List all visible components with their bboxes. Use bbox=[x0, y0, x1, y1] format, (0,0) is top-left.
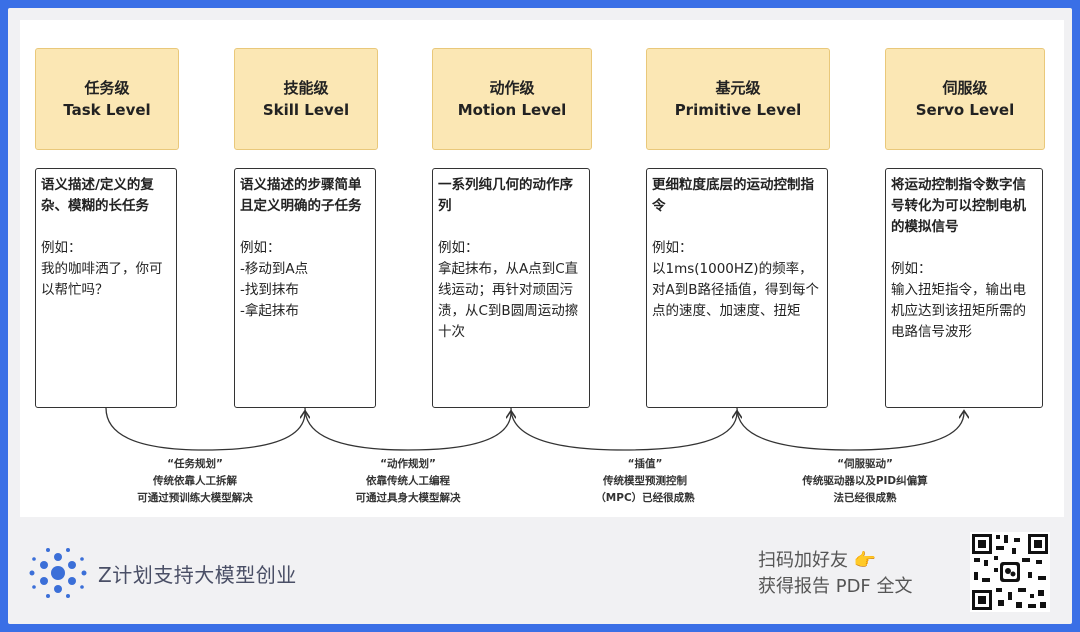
transition-body: 依靠传统人工编程 可通过具身大模型解决 bbox=[355, 475, 461, 504]
arc-skill-motion bbox=[304, 407, 511, 451]
desc-heading: 一系列纯几何的动作序列 bbox=[438, 177, 573, 214]
desc-primitive: 更细粒度底层的运动控制指令 例如： 以1ms(1000HZ)的频率，对A到B路径… bbox=[646, 168, 828, 408]
arc-motion-primitive bbox=[510, 407, 737, 451]
transition-body: 传统驱动器以及PID纠偏算 法已经很成熟 bbox=[802, 475, 928, 504]
level-zh: 伺服级 bbox=[942, 79, 988, 97]
level-primitive: 基元级 Primitive Level bbox=[646, 48, 830, 150]
level-zh: 基元级 bbox=[715, 79, 761, 97]
level-zh: 技能级 bbox=[283, 79, 329, 97]
desc-skill: 语义描述的步骤简单且定义明确的子任务 例如： -移动到A点 -找到抹布 -拿起抹… bbox=[234, 168, 376, 408]
level-en: Servo Level bbox=[915, 101, 1015, 119]
desc-example: 例如： -移动到A点 -找到抹布 -拿起抹布 bbox=[240, 240, 309, 319]
desc-heading: 将运动控制指令数字信号转化为可以控制电机的模拟信号 bbox=[891, 177, 1026, 235]
level-zh: 任务级 bbox=[84, 79, 130, 97]
desc-example: 例如： 输入扭矩指令，输出电机应达到该扭矩所需的电路信号波形 bbox=[891, 261, 1026, 340]
arc-task-skill bbox=[105, 407, 305, 451]
cta-line-1: 扫码加好友 👉 bbox=[758, 550, 877, 571]
transition-title: “任务规划” bbox=[167, 458, 223, 470]
desc-task: 语义描述/定义的复杂、模糊的长任务 例如： 我的咖啡洒了，你可以帮忙吗？ bbox=[35, 168, 177, 408]
level-en: Task Level bbox=[63, 101, 151, 119]
transition-title: “伺服驱动” bbox=[837, 458, 893, 470]
level-servo: 伺服级 Servo Level bbox=[885, 48, 1045, 150]
brand-logo-icon bbox=[29, 548, 87, 598]
level-en: Motion Level bbox=[457, 101, 567, 119]
level-en: Primitive Level bbox=[674, 101, 802, 119]
level-zh: 动作级 bbox=[489, 79, 535, 97]
transition-task-planning: “任务规划” 传统依靠人工拆解 可通过预训练大模型解决 bbox=[105, 456, 285, 507]
desc-example: 例如： 拿起抹布，从A点到C直线运动；再针对顽固污渍，从C到B圆周运动擦十次 bbox=[438, 240, 579, 340]
level-motion: 动作级 Motion Level bbox=[432, 48, 592, 150]
desc-heading: 语义描述的步骤简单且定义明确的子任务 bbox=[240, 177, 362, 214]
desc-heading: 更细粒度底层的运动控制指令 bbox=[652, 177, 814, 214]
desc-motion: 一系列纯几何的动作序列 例如： 拿起抹布，从A点到C直线运动；再针对顽固污渍，从… bbox=[432, 168, 590, 408]
brand-name: Z计划支持大模型创业 bbox=[98, 562, 297, 587]
qr-code-icon[interactable] bbox=[970, 532, 1050, 612]
brand: Z计划支持大模型创业 bbox=[26, 545, 297, 601]
transition-interpolation: “插值” 传统模型预测控制 （MPC）已经很成熟 bbox=[555, 456, 735, 507]
transition-body: 传统依靠人工拆解 可通过预训练大模型解决 bbox=[137, 475, 253, 504]
transition-title: “插值” bbox=[627, 458, 663, 470]
desc-servo: 将运动控制指令数字信号转化为可以控制电机的模拟信号 例如： 输入扭矩指令，输出电… bbox=[885, 168, 1043, 408]
desc-example: 例如： 我的咖啡洒了，你可以帮忙吗？ bbox=[41, 240, 163, 298]
transition-motion-planning: “动作规划” 依靠传统人工编程 可通过具身大模型解决 bbox=[318, 456, 498, 507]
desc-heading: 语义描述/定义的复杂、模糊的长任务 bbox=[41, 177, 154, 214]
transition-title: “动作规划” bbox=[380, 458, 436, 470]
level-skill: 技能级 Skill Level bbox=[234, 48, 378, 150]
scan-cta: 扫码加好友 👉 获得报告 PDF 全文 bbox=[758, 548, 913, 600]
transition-body: 传统模型预测控制 （MPC）已经很成熟 bbox=[595, 475, 695, 504]
desc-example: 例如： 以1ms(1000HZ)的频率，对A到B路径插值，得到每个点的速度、加速… bbox=[652, 240, 819, 319]
level-task: 任务级 Task Level bbox=[35, 48, 179, 150]
level-en: Skill Level bbox=[262, 101, 350, 119]
transition-servo-drive: “伺服驱动” 传统驱动器以及PID纠偏算 法已经很成熟 bbox=[765, 456, 965, 507]
cta-line-2: 获得报告 PDF 全文 bbox=[758, 576, 913, 597]
arc-primitive-servo bbox=[736, 407, 964, 451]
